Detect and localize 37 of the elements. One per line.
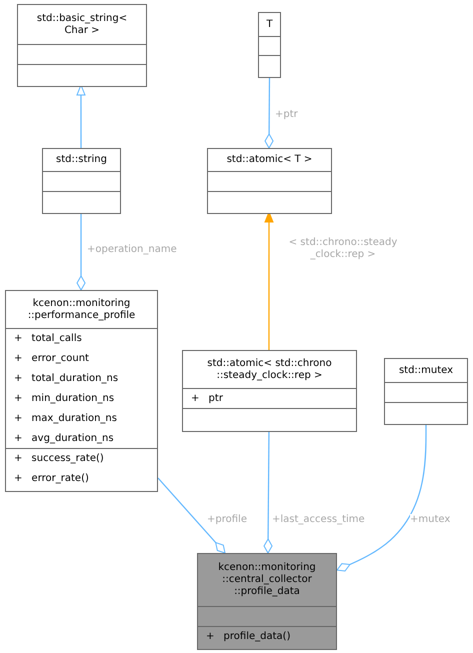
edge-label: +ptr [275, 109, 298, 121]
class-attribute: + min_duration_ns [13, 392, 116, 406]
edge-label: +operation_name [87, 244, 177, 256]
class-box [5, 290, 158, 492]
class-attribute: + avg_duration_ns [13, 432, 115, 446]
class-box [258, 12, 281, 78]
aggregation-connector [158, 478, 226, 554]
edge-label: +profile [207, 514, 247, 526]
arrow [264, 212, 274, 350]
class-name: T [266, 18, 273, 30]
aggregation-connector [264, 76, 274, 148]
class-name: kcenon::monitoring ::central_collector ::profile_data [217, 562, 317, 598]
aggregation-connector [336, 423, 427, 572]
class-name: kcenon::monitoring ::performance_profile [26, 298, 136, 322]
class-name: std::basic_string< Char > [36, 12, 128, 36]
class-box [182, 350, 357, 432]
class-name: std::string [56, 154, 107, 166]
class-box [197, 553, 337, 650]
aggregation-connector [76, 212, 86, 290]
class-name: std::mutex [398, 364, 454, 376]
class-box [207, 148, 332, 214]
class-attribute: + ptr [190, 392, 224, 406]
class-attribute: + total_calls [13, 332, 83, 346]
class-box [384, 358, 468, 425]
class-box [17, 4, 147, 87]
edge-label: +last_access_time [272, 514, 365, 526]
class-attribute: + max_duration_ns [13, 412, 118, 426]
class-name: std::atomic< T > [226, 154, 312, 166]
class-method: + success_rate() [13, 452, 105, 466]
class-method: + error_rate() [13, 472, 90, 486]
arrow [76, 84, 86, 148]
aggregation-connector [264, 430, 273, 554]
class-attribute: + total_duration_ns [13, 372, 120, 386]
class-attribute: + error_count [13, 352, 90, 366]
class-method: + profile_data() [205, 630, 292, 644]
class-box [42, 148, 121, 214]
class-name: std::atomic< std::chrono ::steady_clock::rep > [206, 358, 333, 382]
